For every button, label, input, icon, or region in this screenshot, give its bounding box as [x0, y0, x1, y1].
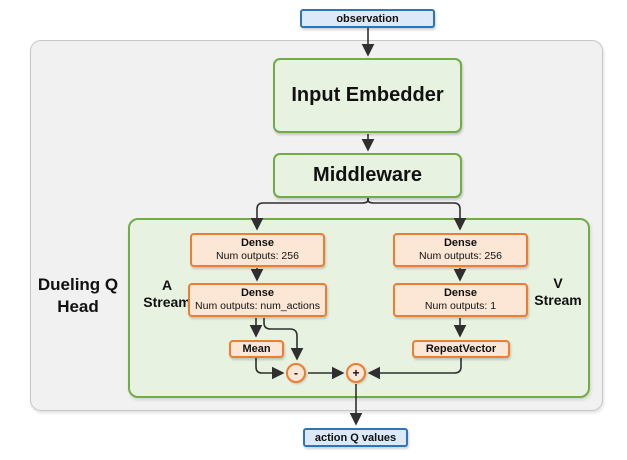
middleware-node: Middleware	[273, 153, 462, 198]
v-stream-dense2-node: Dense Num outputs: 1	[393, 283, 528, 317]
a-stream-label-line1: A	[161, 277, 173, 293]
a-stream-dense1-node: Dense Num outputs: 256	[190, 233, 325, 267]
mean-node: Mean	[229, 340, 284, 358]
v-stream-dense1-node: Dense Num outputs: 256	[393, 233, 528, 267]
dueling-q-head-label-line1: Dueling Q	[37, 275, 119, 294]
a-stream-dense2-node: Dense Num outputs: num_actions	[188, 283, 327, 317]
a-stream-dense1-title: Dense	[240, 237, 275, 249]
action-q-values-label: action Q values	[314, 431, 397, 444]
add-operator-node: +	[346, 363, 366, 383]
v-stream-label-line1: V	[553, 275, 563, 291]
observation-node: observation	[300, 9, 435, 28]
middleware-label: Middleware	[313, 164, 422, 186]
v-stream-label-line2: Stream	[534, 292, 582, 308]
v-stream-dense1-subtitle: Num outputs: 256	[419, 250, 502, 262]
subtract-operator-node: -	[286, 363, 306, 383]
input-embedder-node: Input Embedder	[273, 58, 462, 133]
mean-label: Mean	[242, 343, 271, 355]
repeat-vector-label: RepeatVector	[425, 343, 497, 355]
v-stream-dense2-subtitle: Num outputs: 1	[424, 300, 497, 312]
v-stream-dense2-title: Dense	[443, 287, 478, 299]
observation-label: observation	[336, 12, 399, 25]
subtract-operator-label: -	[294, 366, 298, 380]
a-stream-label: A Stream	[135, 277, 199, 311]
action-q-values-node: action Q values	[303, 428, 408, 447]
dueling-q-head-label: Dueling Q Head	[22, 274, 134, 318]
dueling-q-head-label-line2: Head	[57, 297, 99, 316]
v-stream-label: V Stream	[526, 275, 590, 309]
repeat-vector-node: RepeatVector	[412, 340, 510, 358]
a-stream-dense2-subtitle: Num outputs: num_actions	[195, 300, 320, 312]
v-stream-dense1-title: Dense	[443, 237, 478, 249]
input-embedder-label: Input Embedder	[291, 84, 444, 106]
a-stream-dense2-title: Dense	[240, 287, 275, 299]
a-stream-dense1-subtitle: Num outputs: 256	[216, 250, 299, 262]
add-operator-label: +	[352, 366, 360, 380]
a-stream-label-line2: Stream	[143, 294, 191, 310]
